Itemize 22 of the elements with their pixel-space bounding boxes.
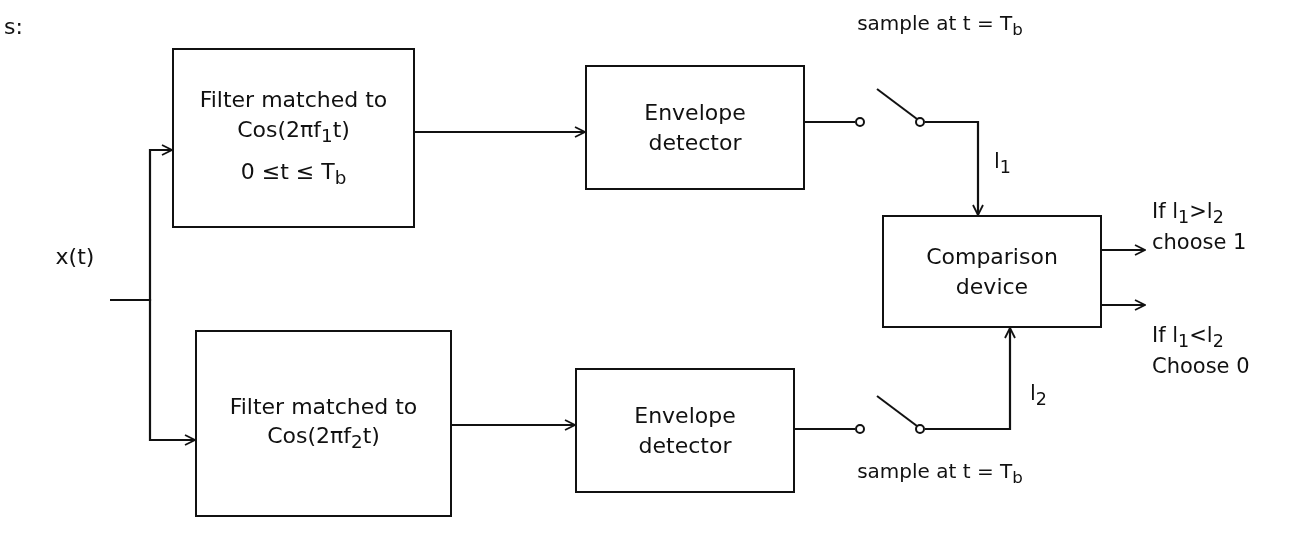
box-text: 0 ≤t ≤ T$_{b}$ (240, 157, 347, 191)
switch-caption: sample at t = T$_{b}$ (856, 10, 1024, 41)
arrow (925, 327, 1016, 431)
process-box (575, 368, 795, 493)
arrow (452, 419, 576, 431)
arrow (110, 298, 196, 446)
note-text: s: (4, 14, 23, 39)
process-box (195, 330, 452, 517)
signal-label: x(t) (55, 243, 95, 271)
box-text: Envelope detector (643, 98, 747, 157)
arrow (1102, 299, 1146, 311)
box-text: Comparison device (925, 242, 1059, 301)
process-box (585, 65, 805, 190)
box-text: Filter matched to Cos(2πf$_{2}$t) (228, 392, 419, 455)
arrow (1102, 244, 1146, 256)
switch-caption: sample at t = T$_{b}$ (856, 458, 1024, 489)
box-text: Envelope detector (633, 401, 737, 460)
arrow (415, 126, 586, 138)
process-box (172, 48, 415, 228)
box-text: Filter matched to Cos(2πf$_{1}$t) (198, 86, 389, 149)
arrow (925, 120, 984, 216)
process-box (882, 215, 1102, 328)
